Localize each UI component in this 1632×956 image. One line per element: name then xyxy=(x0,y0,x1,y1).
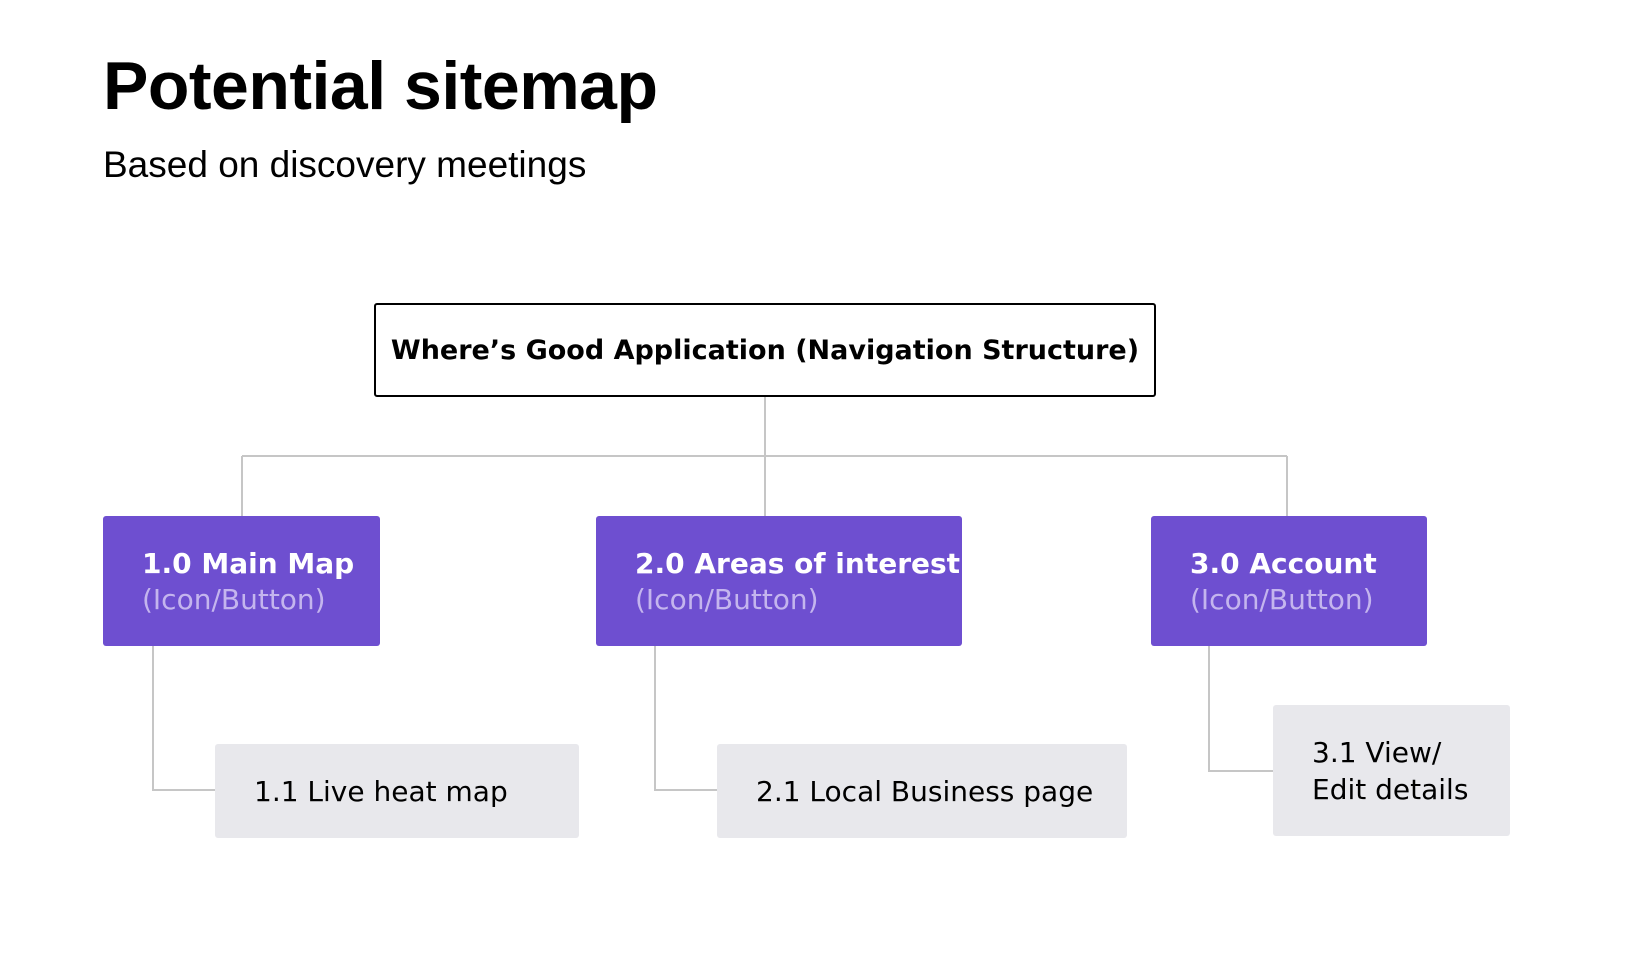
child-node-local-business-page: 2.1 Local Business page xyxy=(717,744,1127,838)
child-label: 2.1 Local Business page xyxy=(756,774,1094,808)
section-node-main-map: 1.0 Main Map (Icon/Button) xyxy=(103,516,380,646)
root-node-label: Where’s Good Application (Navigation Str… xyxy=(390,334,1140,366)
root-node: Where’s Good Application (Navigation Str… xyxy=(374,303,1156,397)
section-label: 3.0 Account xyxy=(1190,547,1377,580)
section-label: 1.0 Main Map xyxy=(142,547,355,580)
section-sublabel: (Icon/Button) xyxy=(1190,583,1374,616)
page-title: Potential sitemap xyxy=(103,48,658,124)
page-subtitle: Based on discovery meetings xyxy=(103,144,587,185)
section-sublabel: (Icon/Button) xyxy=(142,583,326,616)
section-sublabel: (Icon/Button) xyxy=(635,583,819,616)
connector-section-3-child xyxy=(1208,646,1273,772)
section-label: 2.0 Areas of interest xyxy=(635,547,961,580)
connector-section-2-child xyxy=(654,646,717,791)
child-label: 1.1 Live heat map xyxy=(254,774,508,808)
section-node-account: 3.0 Account (Icon/Button) xyxy=(1151,516,1427,646)
child-label-line-1: 3.1 View/ xyxy=(1312,735,1442,769)
child-node-view-edit-details: 3.1 View/ Edit details xyxy=(1273,705,1510,836)
child-node-live-heat-map: 1.1 Live heat map xyxy=(215,744,579,838)
child-label-line-2: Edit details xyxy=(1312,772,1469,806)
connector-section-1-child xyxy=(152,646,215,791)
section-node-areas-of-interest: 2.0 Areas of interest (Icon/Button) xyxy=(596,516,962,646)
